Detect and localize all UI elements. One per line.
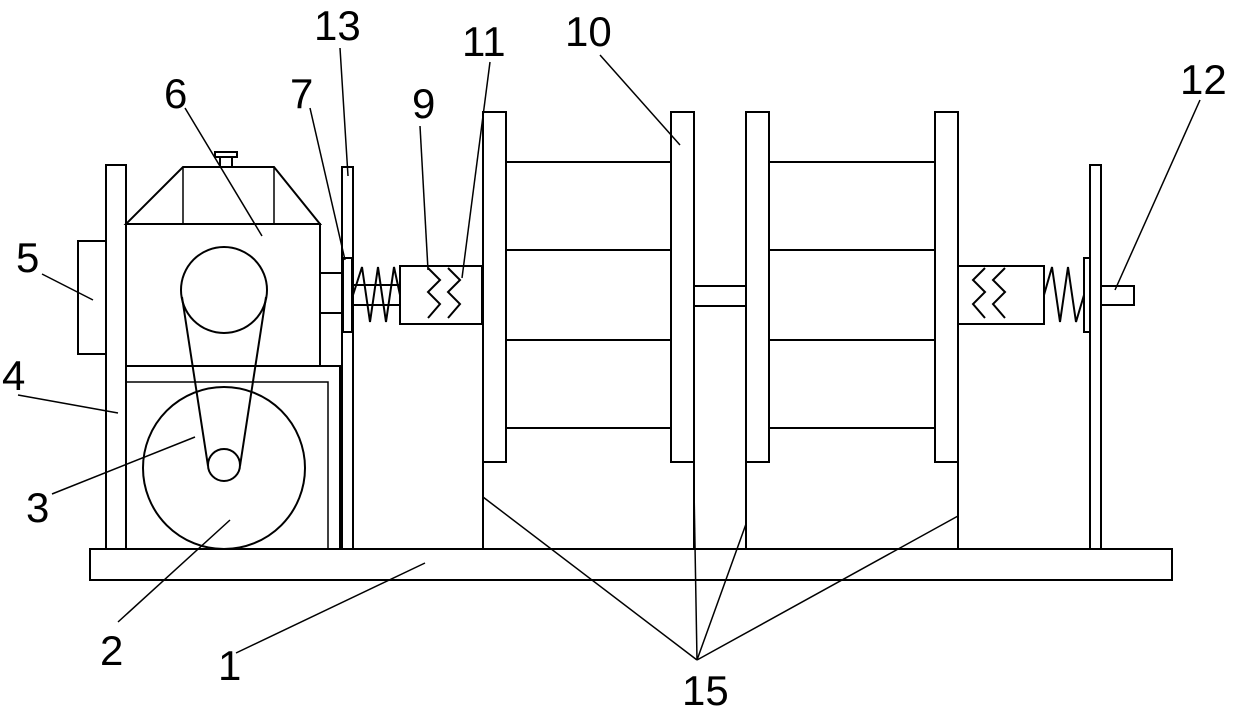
leader-15-b [693,487,698,661]
leader-7 [309,107,346,261]
left-spring [352,266,401,323]
label-13: 13 [314,2,361,49]
left-clutch [399,265,483,325]
spool-a-left-flange [482,111,507,463]
right-spring [1043,266,1085,323]
left-support-plate [341,166,354,550]
label-5: 5 [16,234,39,281]
leader-11 [461,61,491,279]
spool-a-right-flange [670,111,695,463]
center-shaft [693,285,747,307]
label-12: 12 [1180,56,1227,103]
belt-left [181,296,209,467]
label-4: 4 [2,352,25,399]
label-3: 3 [26,484,49,531]
belt-right [239,296,267,467]
label-2: 2 [100,627,123,674]
washer [342,257,353,333]
leader-5 [41,273,94,301]
upper-pulley [180,246,268,334]
leader-15-d [696,515,959,661]
leader-13 [339,47,349,177]
leader-1 [235,562,426,654]
output-coupling [319,272,343,314]
side-box [77,240,107,355]
label-9: 9 [412,80,435,127]
label-6: 6 [164,70,187,117]
spool-b-left-flange [745,111,770,463]
leader-10 [599,54,681,146]
leader-2 [117,519,231,623]
spool-b-right-flange [934,111,959,463]
right-clutch-claws [971,267,1007,319]
label-15: 15 [682,667,729,709]
label-11: 11 [462,18,506,65]
cap-knob [214,151,238,158]
leader-12 [1114,99,1201,291]
right-support-plate [1089,164,1102,550]
leader-9 [419,125,429,271]
base-plate [89,548,1173,581]
leader-4 [17,394,119,414]
leader-15-c [696,523,747,661]
left-frame-post [105,164,127,550]
gearbox-hopper [123,166,323,225]
label-7: 7 [290,70,313,117]
leader-15-a [482,496,698,661]
label-1: 1 [218,642,241,689]
label-10: 10 [565,8,612,55]
lower-pulley [207,448,241,482]
leader-6 [184,107,263,237]
leader-3 [51,436,196,495]
left-clutch-claws [426,267,462,319]
